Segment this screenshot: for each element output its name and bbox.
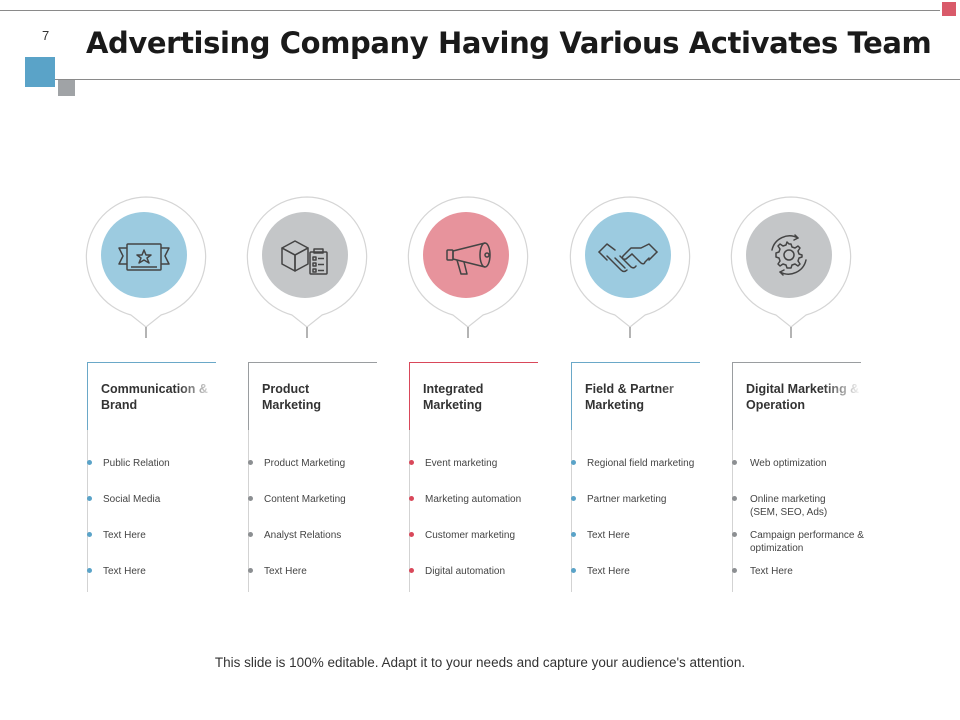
category-box: Field & Partner Marketing	[571, 362, 700, 431]
list-item: Text Here	[87, 529, 243, 542]
bullet-dot	[87, 460, 92, 465]
team-column-integrated: Integrated Marketing Event marketing Mar…	[407, 196, 567, 596]
list-item: Regional field marketing	[571, 457, 727, 470]
corner-accent	[942, 2, 956, 16]
list-item: Text Here	[571, 565, 727, 578]
divider-line	[409, 430, 410, 592]
list-item: Partner marketing	[571, 493, 727, 506]
bullet-dot	[409, 532, 414, 537]
bullet-dot	[571, 496, 576, 501]
list-item: Web optimization	[732, 457, 868, 470]
divider-line	[571, 430, 572, 592]
list-item: Social Media	[87, 493, 243, 506]
bullet-dot	[732, 532, 737, 537]
list-item-label: Web optimization	[750, 458, 827, 469]
list-item: Text Here	[571, 529, 727, 542]
category-box: Communication & Brand	[87, 362, 216, 431]
category-title: Communication & Brand	[101, 382, 208, 412]
accent-square-blue	[25, 57, 55, 87]
bullet-dot	[732, 496, 737, 501]
list-item-label: Social Media	[103, 494, 161, 505]
list-item: Online marketing (SEM, SEO, Ads)	[732, 493, 850, 519]
category-title: Field & Partner Marketing	[585, 382, 674, 412]
list-item-label: Text Here	[103, 530, 146, 541]
list-item-label: Product Marketing	[264, 458, 346, 469]
gear-cycle-icon	[746, 212, 832, 298]
category-box: Digital Marketing & Operation	[732, 362, 861, 431]
megaphone-icon	[423, 212, 509, 298]
team-column-field-partner: Field & Partner Marketing Regional field…	[569, 196, 729, 596]
divider-line	[248, 430, 249, 592]
list-item-label: Text Here	[750, 566, 793, 577]
bullet-dot	[248, 496, 253, 501]
list-item: Analyst Relations	[248, 529, 404, 542]
list-item-label: Campaign performance & optimization	[750, 530, 864, 554]
slide-number: 7	[42, 28, 50, 43]
category-box: Product Marketing	[248, 362, 377, 431]
list-item-label: Text Here	[587, 566, 630, 577]
list-item: Campaign performance & optimization	[732, 529, 868, 555]
team-column-digital: Digital Marketing & Operation Web optimi…	[730, 196, 890, 596]
title-underline	[25, 79, 960, 80]
bullet-dot	[248, 568, 253, 573]
list-item: Event marketing	[409, 457, 565, 470]
list-item-label: Text Here	[587, 530, 630, 541]
list-item-label: Digital automation	[425, 566, 506, 577]
category-title: Digital Marketing & Operation	[746, 382, 860, 412]
list-item-label: Content Marketing	[264, 494, 346, 505]
list-item: Text Here	[248, 565, 404, 578]
list-item: Customer marketing	[409, 529, 565, 542]
list-item-label: Customer marketing	[425, 530, 516, 541]
list-item-label: Public Relation	[103, 458, 170, 469]
bullet-dot	[732, 568, 737, 573]
bullet-dot	[571, 532, 576, 537]
list-item: Product Marketing	[248, 457, 404, 470]
slide-title: Advertising Company Having Various Activ…	[86, 26, 932, 60]
list-item-label: Regional field marketing	[587, 458, 695, 469]
bullet-dot	[87, 532, 92, 537]
footer-note: This slide is 100% editable. Adapt it to…	[214, 655, 746, 670]
list-item: Text Here	[87, 565, 243, 578]
list-item-label: Partner marketing	[587, 494, 667, 505]
list-item-label: Text Here	[103, 566, 146, 577]
certificate-icon	[101, 212, 187, 298]
list-item: Content Marketing	[248, 493, 404, 506]
bullet-dot	[248, 460, 253, 465]
list-item-label: Marketing automation	[425, 494, 522, 505]
bullet-dot	[87, 568, 92, 573]
team-column-communication: Communication & Brand Public Relation So…	[85, 196, 245, 596]
list-item-label: Online marketing (SEM, SEO, Ads)	[750, 494, 828, 518]
divider-line	[87, 430, 88, 592]
bullet-dot	[248, 532, 253, 537]
list-item: Text Here	[732, 565, 868, 578]
list-item-label: Text Here	[264, 566, 307, 577]
bullet-dot	[409, 460, 414, 465]
bullet-dot	[409, 496, 414, 501]
list-item-label: Analyst Relations	[264, 530, 342, 541]
category-box: Integrated Marketing	[409, 362, 538, 431]
bullet-dot	[732, 460, 737, 465]
list-item: Digital automation	[409, 565, 565, 578]
bullet-dot	[409, 568, 414, 573]
box-checklist-icon	[262, 212, 348, 298]
category-title: Product Marketing	[262, 382, 322, 412]
list-item-label: Event marketing	[425, 458, 498, 469]
list-item: Marketing automation	[409, 493, 565, 506]
bullet-dot	[571, 568, 576, 573]
top-rule	[0, 10, 940, 11]
divider-line	[732, 430, 733, 592]
category-title: Integrated Marketing	[423, 382, 484, 412]
team-column-product: Product Marketing Product Marketing Cont…	[246, 196, 406, 596]
bullet-dot	[87, 496, 92, 501]
handshake-icon	[585, 212, 671, 298]
list-item: Public Relation	[87, 457, 243, 470]
bullet-dot	[571, 460, 576, 465]
accent-square-gray	[58, 80, 75, 96]
